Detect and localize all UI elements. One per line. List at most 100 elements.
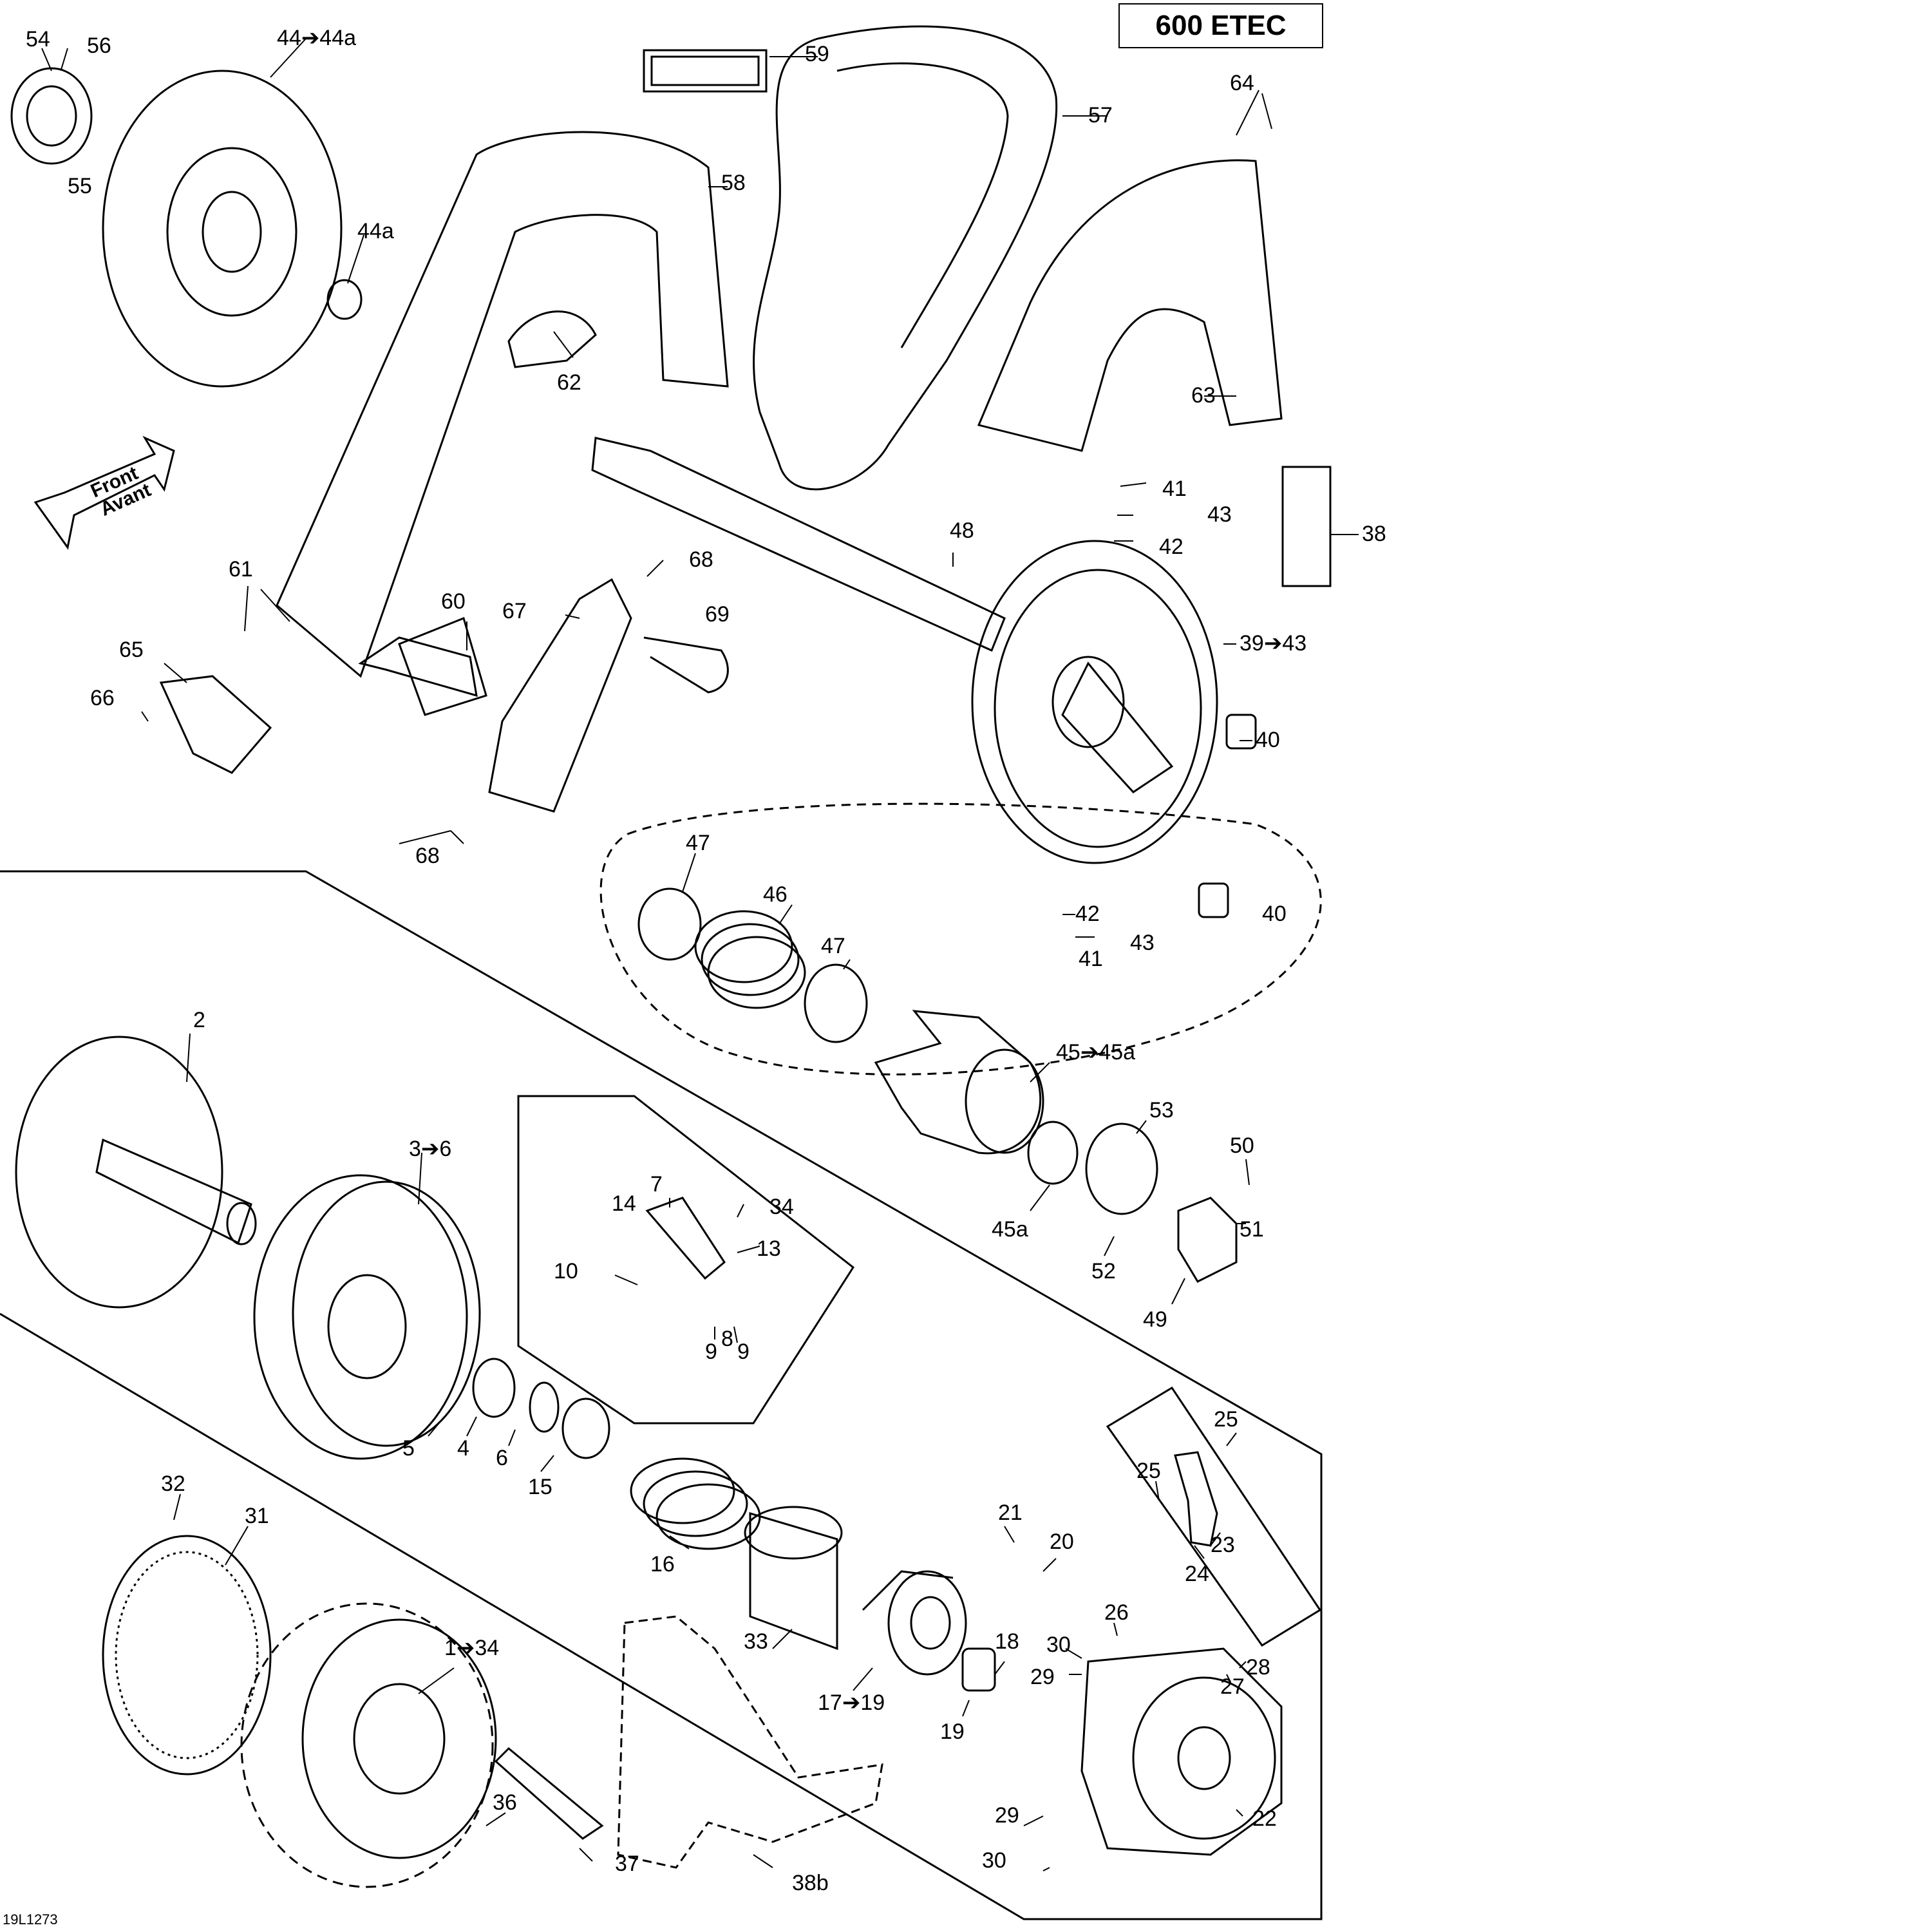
cam-detail-frame xyxy=(517,1095,854,1425)
callout: 5 xyxy=(402,1436,415,1461)
callout: 7 xyxy=(650,1172,663,1197)
callout: 34 xyxy=(769,1195,794,1219)
callout: 15 xyxy=(528,1475,552,1499)
support-67 xyxy=(488,578,632,813)
callout: 64 xyxy=(1230,71,1254,95)
movable-sheave-3 xyxy=(253,1174,481,1460)
belt-guard-58 xyxy=(276,131,729,678)
callout: 40 xyxy=(1262,902,1287,926)
callout: 41 xyxy=(1079,947,1103,971)
circlip-44a xyxy=(326,279,363,320)
label-38 xyxy=(1281,466,1332,587)
callout: 2 xyxy=(193,1008,205,1032)
callout: 40 xyxy=(1256,728,1280,752)
callout: 38b xyxy=(792,1871,829,1895)
callout: 61 xyxy=(229,557,253,582)
spring-46 xyxy=(694,910,806,1009)
callout: 29 xyxy=(995,1803,1019,1828)
callout: 33 xyxy=(744,1629,768,1654)
callout: 25 xyxy=(1214,1407,1238,1432)
callout: 46 xyxy=(763,882,788,907)
callout-labels: 54 56 44➔44a 55 59 57 64 58 44a 62 63 38… xyxy=(26,26,1386,1895)
callout: 28 xyxy=(1246,1655,1270,1680)
circlip-45a xyxy=(1027,1121,1079,1185)
callout: 37 xyxy=(615,1852,639,1876)
spider-17 xyxy=(862,1570,967,1676)
drive-belt-57 xyxy=(753,25,1058,491)
callout: 18 xyxy=(995,1629,1019,1654)
bracket-60 xyxy=(398,616,487,716)
callout: 69 xyxy=(705,602,730,627)
callout: 57 xyxy=(1088,103,1113,128)
callout: 14 xyxy=(612,1191,636,1216)
callout: 1➔34 xyxy=(444,1636,499,1660)
callout: 23 xyxy=(1211,1533,1235,1557)
washer-47-a xyxy=(637,887,702,961)
callout: 68 xyxy=(415,844,440,868)
washer-53 xyxy=(1085,1122,1158,1215)
callout: 16 xyxy=(650,1552,675,1577)
callout: 50 xyxy=(1230,1133,1254,1158)
callout: 49 xyxy=(1143,1307,1167,1332)
callout: 6 xyxy=(496,1446,508,1470)
slider-40-bottom xyxy=(1198,882,1229,918)
callout: 51 xyxy=(1240,1217,1264,1242)
fixed-sheave-39 xyxy=(971,540,1218,864)
bolt-37 xyxy=(494,1747,604,1840)
callout: 30 xyxy=(1046,1633,1071,1657)
sleeve-33 xyxy=(749,1511,838,1651)
callout: 26 xyxy=(1104,1600,1129,1625)
slider-40-top xyxy=(1225,714,1257,750)
callout: 22 xyxy=(1252,1806,1277,1831)
callout: 68 xyxy=(689,547,713,572)
fixed-sheave-44 xyxy=(102,70,343,388)
callout: 52 xyxy=(1091,1259,1116,1283)
bushing-4 xyxy=(472,1358,516,1418)
callout: 13 xyxy=(757,1236,781,1261)
callout: 58 xyxy=(721,171,746,195)
guard-cover-63 xyxy=(977,159,1283,452)
model-badge: 600 ETEC xyxy=(1118,3,1323,48)
callout: 17➔19 xyxy=(818,1690,885,1715)
callout: 20 xyxy=(1050,1530,1074,1554)
callout: 3➔6 xyxy=(409,1137,451,1161)
washer-15 xyxy=(561,1397,610,1459)
callout: 41 xyxy=(1162,477,1187,501)
callout: 53 xyxy=(1149,1098,1174,1122)
callout: 29 xyxy=(1030,1665,1055,1689)
callout: 43 xyxy=(1130,931,1155,955)
callout: 42 xyxy=(1075,902,1100,926)
washer-47-b xyxy=(804,963,868,1043)
callout: 56 xyxy=(87,33,111,58)
drawing-id: 19L1273 xyxy=(3,1911,58,1927)
callout: 30 xyxy=(982,1848,1006,1873)
circlip-6 xyxy=(529,1381,560,1433)
callout: 24 xyxy=(1185,1562,1209,1586)
callout: 43 xyxy=(1207,502,1232,527)
callout: 47 xyxy=(686,831,710,855)
callout: 8 xyxy=(721,1327,733,1351)
fixed-sheave-2 xyxy=(15,1036,257,1309)
callout: 44➔44a xyxy=(277,26,356,50)
callout: 45➔45a xyxy=(1056,1040,1135,1065)
lever-detail-frame xyxy=(1106,1386,1322,1647)
bearing-54 xyxy=(10,67,93,165)
callout: 9 xyxy=(705,1340,717,1364)
callout: 63 xyxy=(1191,383,1216,408)
bushing-18 xyxy=(961,1647,996,1692)
pin-69 xyxy=(643,636,729,694)
lever-7 xyxy=(645,1197,726,1280)
callout: 36 xyxy=(493,1790,517,1815)
drive-pulley-assembly-1 xyxy=(240,1602,497,1888)
callout: 65 xyxy=(119,638,144,662)
ring-gear-31 xyxy=(102,1535,272,1776)
front-direction-arrow xyxy=(33,435,175,550)
callout: 47 xyxy=(821,934,845,958)
bracket-65 xyxy=(159,675,272,774)
lower-assembly-frame xyxy=(0,870,1323,1920)
callout: 60 xyxy=(441,589,466,614)
support-38b xyxy=(617,1615,883,1869)
driven-pulley-cover-22 xyxy=(1080,1647,1283,1856)
callout: 21 xyxy=(998,1501,1023,1525)
callout: 45a xyxy=(992,1217,1028,1242)
